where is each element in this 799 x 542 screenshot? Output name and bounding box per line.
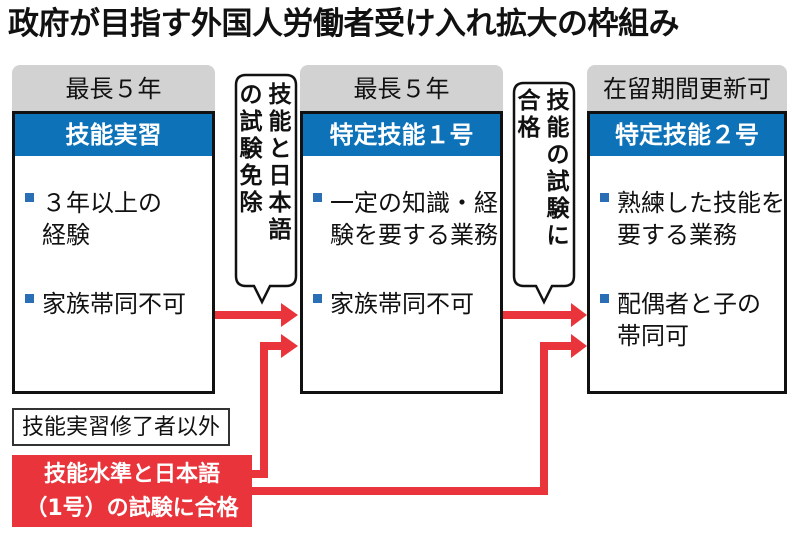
stage-2-box: 特定技能１号 一定の知識・経 験を要する業務 家族帯同不可 xyxy=(300,111,503,394)
bullet-square-icon xyxy=(25,294,34,303)
arrow-other-to-stage3-h xyxy=(252,487,548,495)
stage-2-bullet-1: 一定の知識・経 験を要する業務 xyxy=(313,187,498,251)
stage-1-box: 技能実習 ３年以上の 経験 家族帯同不可 xyxy=(12,111,215,394)
transition-2-col-1: 技能の試験に xyxy=(547,88,571,249)
arrow-head-icon xyxy=(281,334,298,358)
stage-3-bullet-2: 配偶者と子の 帯同可 xyxy=(600,288,761,352)
stage-1-bullet-1: ３年以上の 経験 xyxy=(25,187,162,251)
bullet-square-icon xyxy=(313,193,322,202)
other-route-condition-line-2: （1号）の試験に合格 xyxy=(25,496,239,521)
stage-1-duration: 最長５年 xyxy=(12,65,215,113)
diagram-title: 政府が目指す外国人労働者受け入れ拡大の枠組み xyxy=(8,6,680,42)
transition-1-bubble: 技能と日本語 の試験免除 xyxy=(234,73,298,305)
arrow-head-icon xyxy=(281,303,298,327)
transition-2-bubble: 技能の試験に 合格 xyxy=(512,81,576,305)
arrow-other-to-stage2-h2 xyxy=(260,342,283,350)
red-arrows xyxy=(215,303,587,495)
stage-3-duration: 在留期間更新可 xyxy=(587,65,787,113)
stage-2-header: 特定技能１号 xyxy=(303,114,500,156)
arrow-head-icon xyxy=(571,303,587,327)
stage-1-header: 技能実習 xyxy=(15,114,212,156)
stage-1-bullet-2: 家族帯同不可 xyxy=(25,288,186,320)
transition-1-col-1: 技能と日本語 xyxy=(269,82,293,243)
arrow-other-to-stage2-v xyxy=(260,342,268,478)
other-route-condition-line-1: 技能水準と日本語 xyxy=(43,462,220,487)
arrow-stage1-to-stage2 xyxy=(215,311,283,319)
stage-2-duration: 最長５年 xyxy=(300,65,503,113)
other-route-label: 技能実習修了者以外 xyxy=(12,408,231,446)
stage-2-bullet-2: 家族帯同不可 xyxy=(313,288,474,320)
bullet-square-icon xyxy=(600,294,609,303)
arrow-stage2-to-stage3 xyxy=(503,311,573,319)
transition-2-col-2: 合格 xyxy=(518,87,542,141)
bullet-square-icon xyxy=(313,294,322,303)
arrow-head-icon xyxy=(571,334,587,358)
arrow-other-to-stage3-h2 xyxy=(540,342,573,350)
other-route-condition: 技能水準と日本語 （1号）の試験に合格 xyxy=(12,455,252,527)
transition-1-col-2: の試験免除 xyxy=(240,82,264,216)
bullet-square-icon xyxy=(25,193,34,202)
stage-3-header: 特定技能２号 xyxy=(590,114,784,156)
stage-3-bullet-1: 熟練した技能を 要する業務 xyxy=(600,187,785,251)
arrow-other-to-stage3-v xyxy=(540,342,548,495)
bullet-square-icon xyxy=(600,193,609,202)
stage-3-box: 特定技能２号 熟練した技能を 要する業務 配偶者と子の 帯同可 xyxy=(587,111,787,394)
